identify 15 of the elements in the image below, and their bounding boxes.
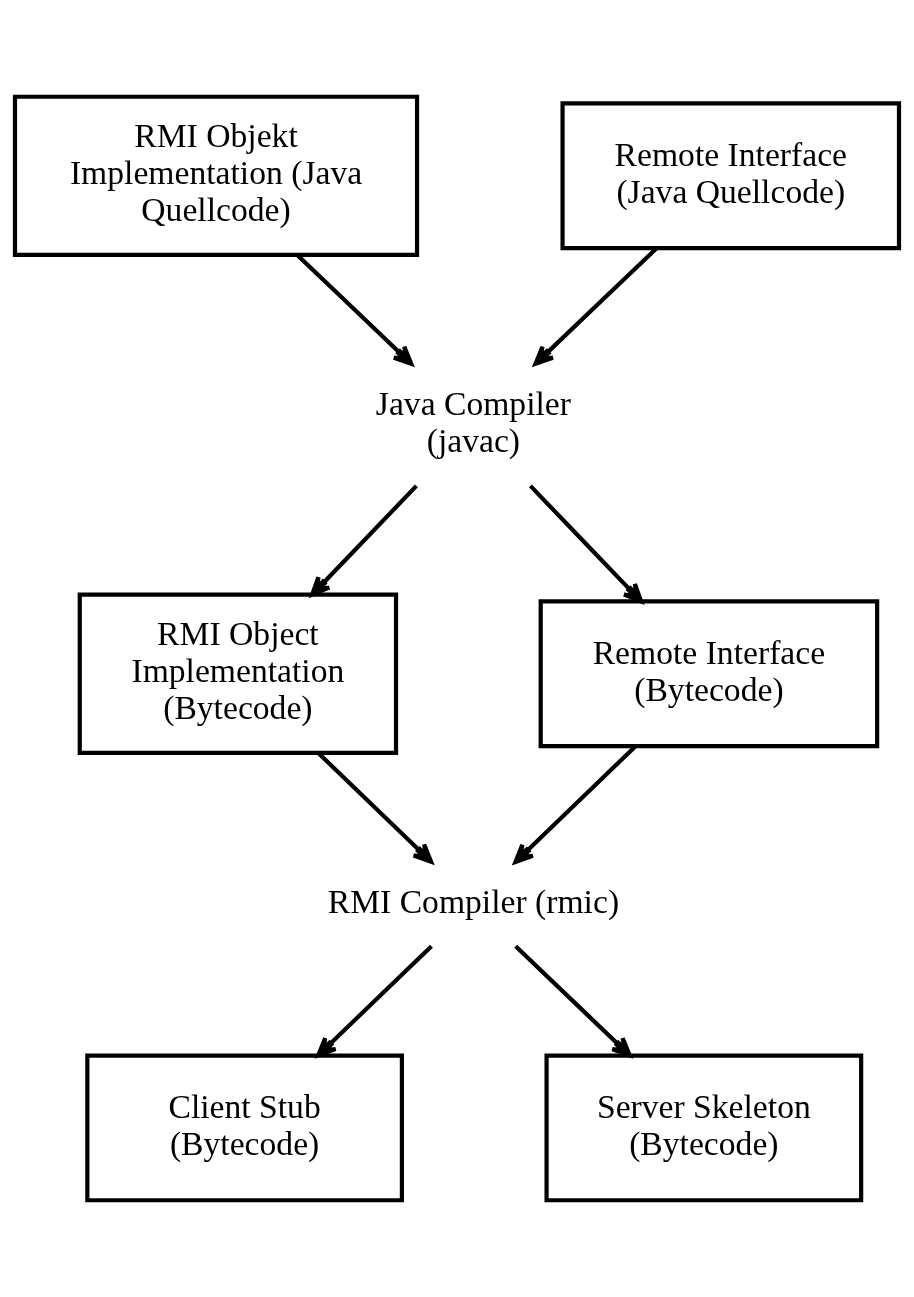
- node-box: Client Stub (Bytecode): [85, 1053, 404, 1203]
- arrow: [310, 484, 418, 597]
- node-box: RMI Object Implementation (Bytecode): [77, 592, 399, 755]
- node-box: Remote Interface (Java Quellcode): [560, 101, 902, 251]
- arrow: [528, 484, 644, 604]
- node-box: Server Skeleton (Bytecode): [544, 1053, 864, 1203]
- node-box: Remote Interface (Bytecode): [538, 599, 880, 749]
- arrow: [513, 745, 637, 865]
- arrow: [514, 944, 632, 1058]
- arrow: [296, 253, 414, 366]
- node-text: Java Compiler (javac): [375, 384, 571, 459]
- arrow: [533, 247, 658, 366]
- node-text: RMI Compiler (rmic): [327, 882, 620, 920]
- node-box: RMI Objekt Implementation (Java Quellcode): [12, 94, 420, 257]
- arrow: [316, 944, 433, 1058]
